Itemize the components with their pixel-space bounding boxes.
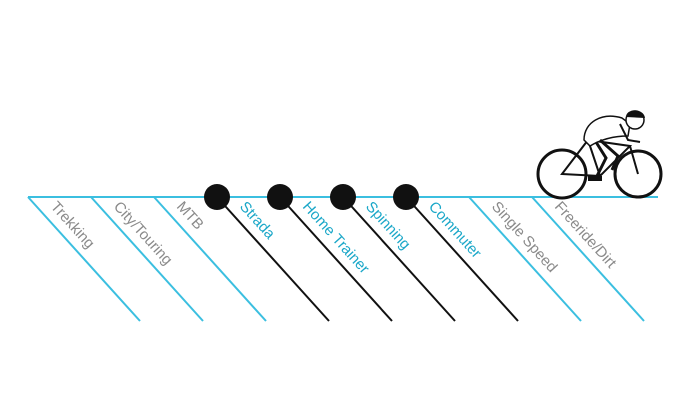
rider-arm (619, 123, 641, 143)
cyclist-icon (536, 110, 663, 200)
selected-marker[interactable] (330, 184, 356, 210)
branch-line (153, 196, 267, 322)
branch-line (90, 196, 204, 322)
selected-marker[interactable] (204, 184, 230, 210)
branch-line (216, 196, 330, 322)
category-label[interactable]: Single Speed (488, 198, 560, 276)
rider-leg-front (599, 138, 620, 171)
rider-shoe (588, 176, 602, 181)
selected-marker[interactable] (393, 184, 419, 210)
branch-line (279, 196, 393, 322)
branch-line (405, 196, 519, 322)
branch-line (27, 196, 141, 322)
branch-line (342, 196, 456, 322)
selected-marker[interactable] (267, 184, 293, 210)
category-label[interactable]: Home Trainer (299, 198, 373, 277)
rider-helmet (626, 110, 645, 118)
rider-leg-back (594, 141, 608, 179)
category-label[interactable]: Freeride/Dirt (551, 198, 620, 272)
branch-line (531, 196, 645, 322)
branch-line (468, 196, 582, 322)
category-label[interactable]: MTB (173, 198, 207, 233)
